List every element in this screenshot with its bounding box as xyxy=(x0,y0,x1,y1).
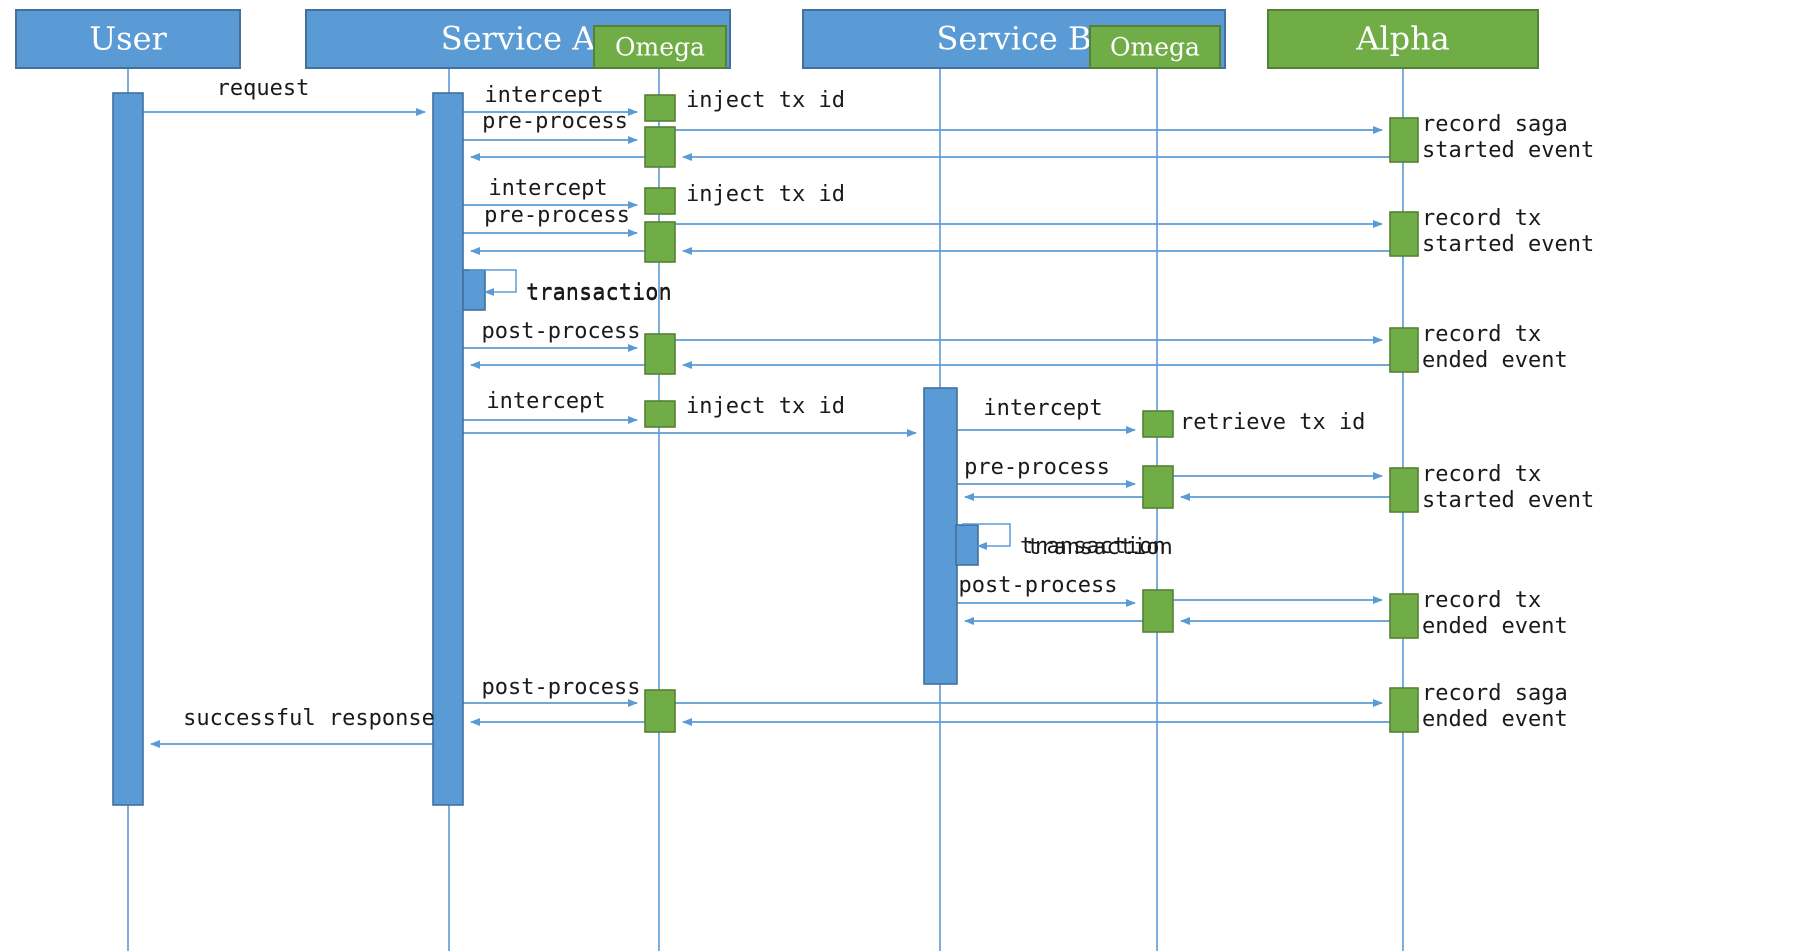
participant-label-user: User xyxy=(89,20,167,58)
message-label-m32: transaction xyxy=(1027,535,1173,560)
participants-group: User Service A Omega Service B Omega Alpha xyxy=(15,9,1539,69)
message-label-m23: inject tx id xyxy=(686,394,845,419)
message-label-m33: post-process xyxy=(959,573,1118,598)
message-label-m3: inject tx id xyxy=(686,88,845,113)
activation-user-0 xyxy=(112,92,144,806)
activation-alpha-18 xyxy=(1389,467,1419,513)
participant-label-serviceB: Service B xyxy=(936,20,1091,58)
message-label-m11: pre-process xyxy=(484,203,630,228)
activation-omegaA-10 xyxy=(644,400,676,428)
message-label-m43: successful response xyxy=(183,706,435,731)
activation-alpha-20 xyxy=(1389,687,1419,733)
activation-alpha-17 xyxy=(1389,327,1419,373)
activation-alpha-15 xyxy=(1389,117,1419,163)
activation-omegaA-7 xyxy=(644,187,676,215)
participant-box-alpha[interactable] xyxy=(1267,9,1539,69)
message-label-m2: intercept xyxy=(484,83,603,108)
activation-omegaB-12 xyxy=(1142,410,1174,438)
activation-serviceB-3 xyxy=(923,387,958,685)
message-label-m4: pre-process xyxy=(482,109,628,134)
message-label-m17: post-process xyxy=(482,319,641,344)
activation-omegaB-13 xyxy=(1142,465,1174,509)
message-label-m26: retrieve tx id xyxy=(1180,410,1365,435)
participant-box-omegaA[interactable] xyxy=(593,25,727,69)
activation-serviceA-2 xyxy=(462,269,486,311)
participant-box-user[interactable] xyxy=(15,9,241,69)
message-label-m10: inject tx id xyxy=(686,182,845,207)
activation-serviceA-1 xyxy=(432,92,464,806)
self-calls-group xyxy=(469,269,1011,550)
activation-omegaA-9 xyxy=(644,333,676,375)
self-call-s1 xyxy=(469,269,517,296)
message-label-m25: intercept xyxy=(983,396,1102,421)
message-label-m16: transaction xyxy=(526,281,672,306)
participant-label-alpha: Alpha xyxy=(1355,20,1450,58)
activation-omegaA-8 xyxy=(644,221,676,263)
self-call-s2 xyxy=(962,523,1011,550)
message-label-m27: pre-process xyxy=(964,455,1110,480)
activation-omegaA-6 xyxy=(644,126,676,168)
message-labels-group: request intercept inject tx id pre-process r… xyxy=(183,76,1594,732)
message-label-m22: intercept xyxy=(486,389,605,414)
activation-alpha-16 xyxy=(1389,211,1419,257)
activation-omegaB-14 xyxy=(1142,589,1174,633)
self-call-label-s2: transaction xyxy=(1020,534,1166,559)
participant-label-omegaA: Omega xyxy=(615,33,705,62)
participant-label-serviceA: Service A xyxy=(441,20,597,58)
activation-alpha-19 xyxy=(1389,593,1419,639)
activations-group xyxy=(112,92,1419,806)
self-call-label-s1: transaction xyxy=(526,280,672,305)
message-label-m38: post-process xyxy=(482,675,641,700)
activation-omegaA-11 xyxy=(644,689,676,733)
message-label-m9: intercept xyxy=(488,176,607,201)
message-label-m1: request xyxy=(217,76,310,101)
participant-box-omegaB[interactable] xyxy=(1089,25,1221,69)
activation-omegaA-5 xyxy=(644,94,676,122)
activation-serviceB-4 xyxy=(955,524,979,566)
messages-group xyxy=(143,108,1390,748)
participant-label-omegaB: Omega xyxy=(1110,33,1200,62)
